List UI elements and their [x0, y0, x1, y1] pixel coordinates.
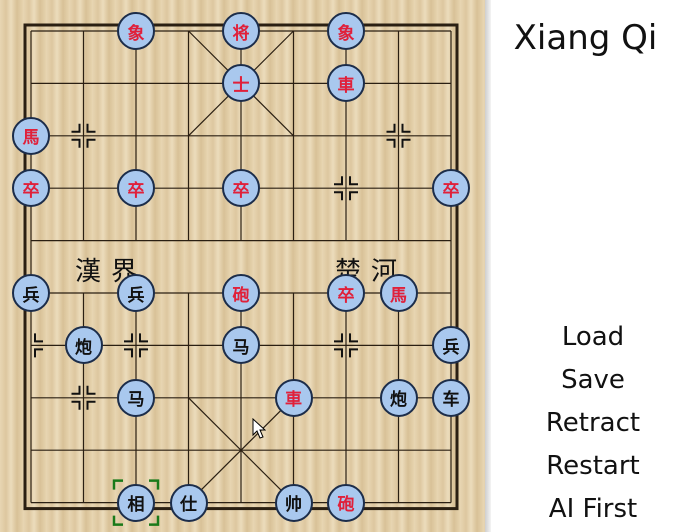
piece-red[interactable]: 卒	[117, 169, 155, 208]
piece-black[interactable]: 兵	[432, 326, 470, 365]
app-title: Xiang Qi	[513, 18, 658, 58]
retract-button[interactable]: Retract	[491, 408, 680, 438]
restart-button[interactable]: Restart	[491, 451, 680, 481]
ai-first-button[interactable]: AI First	[491, 494, 680, 524]
piece-black[interactable]: 炮	[379, 378, 418, 417]
piece-red[interactable]: 卒	[432, 169, 470, 208]
piece-red[interactable]: 士	[222, 64, 260, 103]
selection-indicator	[112, 479, 160, 526]
position-marker	[386, 123, 411, 148]
save-button[interactable]: Save	[491, 365, 680, 395]
piece-black[interactable]: 车	[432, 378, 470, 417]
game-board[interactable]: 漢界 楚河 象将象士車馬卒卒卒卒兵兵砲卒馬炮马兵马車炮车相仕帅砲	[0, 0, 485, 532]
load-button[interactable]: Load	[491, 322, 680, 352]
piece-black[interactable]: 兵	[117, 274, 155, 312]
piece-red[interactable]: 馬	[12, 116, 50, 155]
piece-red[interactable]: 砲	[222, 274, 260, 312]
piece-red[interactable]: 将	[222, 12, 260, 50]
piece-red[interactable]: 象	[327, 12, 365, 50]
panel-divider	[485, 0, 491, 532]
position-marker	[71, 123, 96, 148]
piece-black[interactable]: 相	[117, 483, 155, 522]
position-marker	[334, 176, 358, 201]
piece-black[interactable]: 炮	[64, 326, 103, 365]
piece-black[interactable]: 兵	[12, 274, 50, 312]
palace-diagonal	[188, 397, 294, 504]
piece-black[interactable]: 马	[117, 378, 155, 417]
position-marker	[334, 333, 358, 358]
piece-black[interactable]: 帅	[274, 483, 313, 522]
piece-red[interactable]: 象	[117, 12, 155, 50]
side-panel: Xiang Qi Load Save Retract Restart AI Fi…	[491, 0, 680, 532]
piece-red[interactable]: 卒	[327, 274, 365, 312]
piece-red[interactable]: 砲	[327, 483, 365, 522]
position-marker	[34, 333, 43, 358]
piece-red[interactable]: 卒	[222, 169, 260, 208]
piece-black[interactable]: 马	[222, 326, 260, 365]
piece-red[interactable]: 馬	[379, 274, 418, 312]
mouse-cursor-icon	[252, 418, 266, 439]
position-marker	[71, 385, 96, 410]
piece-black[interactable]: 仕	[169, 483, 208, 522]
position-marker	[124, 333, 148, 358]
piece-red[interactable]: 車	[327, 64, 365, 103]
piece-red[interactable]: 車	[274, 378, 313, 417]
piece-red[interactable]: 卒	[12, 169, 50, 208]
